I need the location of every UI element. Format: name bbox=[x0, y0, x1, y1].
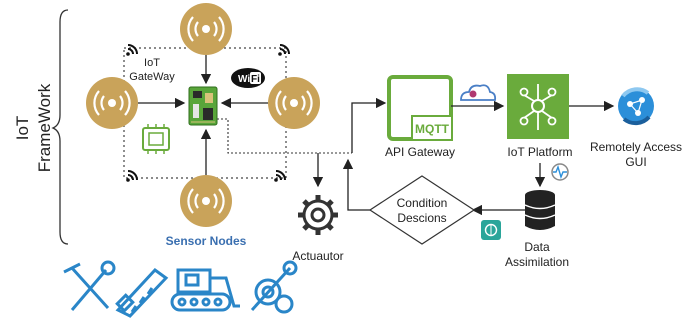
svg-text:Fi: Fi bbox=[251, 74, 260, 85]
saw-icon bbox=[115, 268, 169, 318]
circuit-board-icon bbox=[188, 86, 218, 126]
svg-text:Wi: Wi bbox=[238, 74, 250, 85]
wireless-signal-icon bbox=[273, 170, 286, 183]
sensor-broadcast-icon bbox=[84, 75, 140, 131]
wireless-signal-icon bbox=[125, 44, 138, 57]
api-gateway-label: API Gateway bbox=[385, 145, 455, 159]
mqtt-label: MQTT bbox=[415, 122, 450, 136]
framework-brace bbox=[51, 9, 69, 245]
sensor-broadcast-icon bbox=[266, 75, 322, 131]
excavator-icon bbox=[170, 268, 240, 312]
side-title-line1: IoT bbox=[13, 116, 32, 141]
wireless-signal-icon bbox=[277, 44, 290, 57]
ai-brain-icon bbox=[481, 220, 501, 240]
sensor-nodes-label: Sensor Nodes bbox=[166, 234, 247, 248]
hammer-wrench-icon bbox=[63, 260, 116, 311]
side-title-line2: FrameWork bbox=[35, 83, 54, 172]
database-icon bbox=[524, 190, 556, 230]
iot-gateway-label-line1: IoT bbox=[144, 57, 160, 69]
data-assimilation-label-line2: Assimilation bbox=[505, 255, 569, 269]
iot-gateway-label-line2: GateWay bbox=[129, 71, 175, 83]
remote-gui-label-line2: GUI bbox=[625, 155, 646, 169]
gear-icon bbox=[298, 195, 338, 235]
sensor-broadcast-icon bbox=[178, 173, 234, 229]
wireless-signal-icon bbox=[125, 170, 138, 183]
data-assimilation-label-line1: Data bbox=[524, 240, 550, 254]
remote-gui-label-line1: Remotely Access bbox=[590, 140, 682, 154]
iot-platform-label: IoT Platform bbox=[507, 145, 572, 159]
actuator-label: Actuautor bbox=[292, 249, 343, 263]
condition-label-line1: Condition bbox=[397, 196, 448, 210]
remote-access-gui-icon bbox=[618, 87, 654, 126]
gears-wrench-icon bbox=[250, 260, 298, 314]
microchip-icon bbox=[142, 124, 170, 154]
wifi-logo-icon: Wi Fi bbox=[231, 68, 265, 88]
iot-platform-icon bbox=[507, 74, 569, 139]
pulse-icon bbox=[551, 163, 569, 181]
condition-label-line2: Descions bbox=[397, 211, 446, 225]
api-gateway-icon: MQTT bbox=[387, 75, 453, 141]
sensor-broadcast-icon bbox=[178, 1, 234, 57]
condition-decision-diamond bbox=[368, 175, 476, 245]
cloud-icon bbox=[460, 84, 497, 101]
